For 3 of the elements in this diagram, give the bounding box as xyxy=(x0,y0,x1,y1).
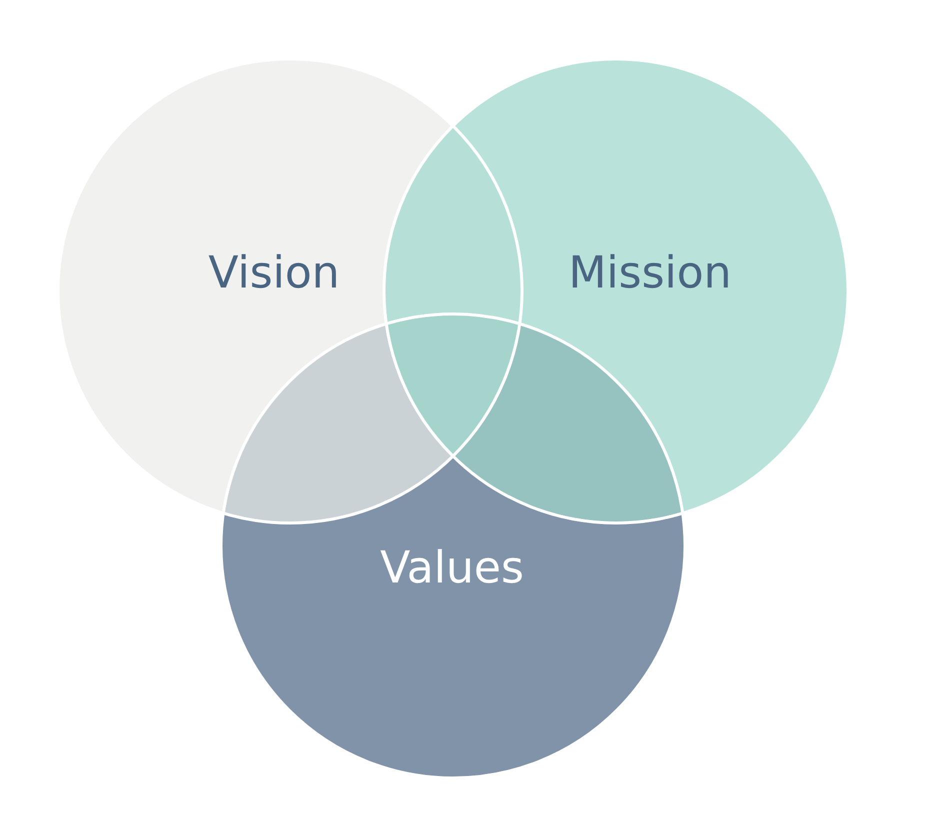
circle-label: Vision xyxy=(208,248,340,298)
circle-label: Mission xyxy=(568,248,732,298)
circle-label: Values xyxy=(380,542,524,594)
